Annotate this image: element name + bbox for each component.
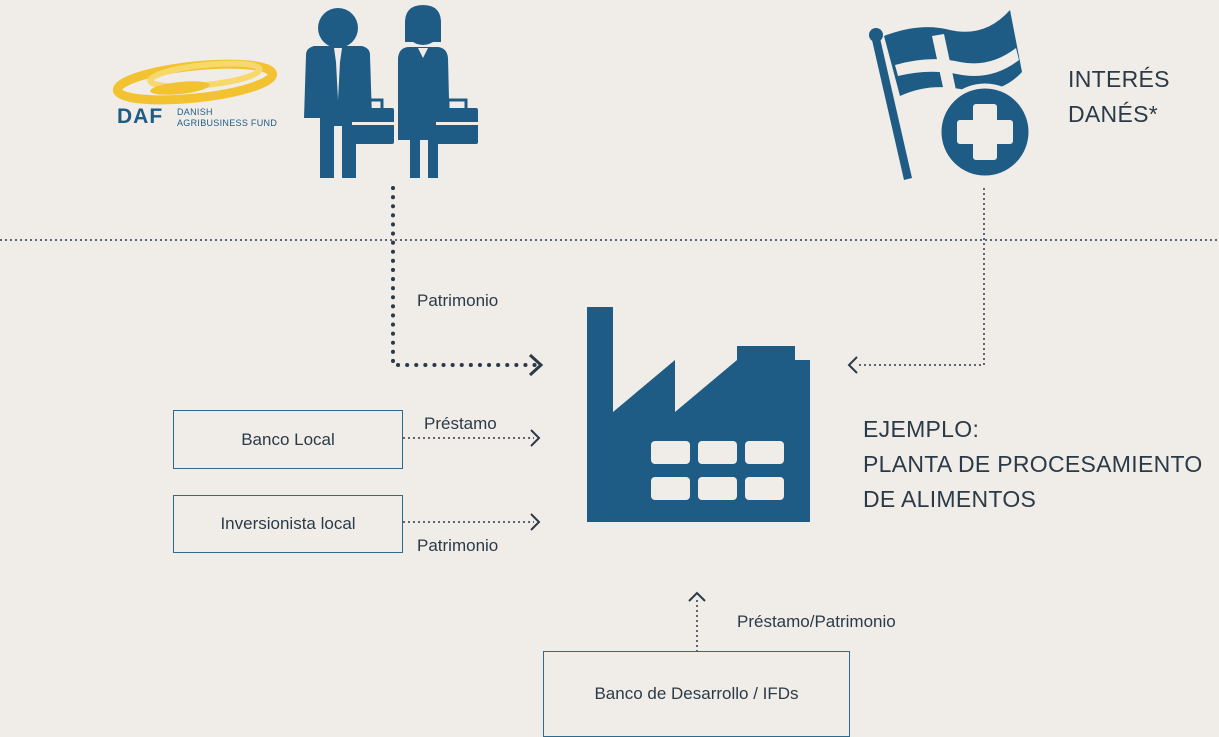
danish-interest-line1: INTERÉS	[1068, 66, 1170, 92]
businessman-icon	[304, 8, 394, 178]
daf-logo-name: DAF	[117, 105, 164, 128]
danish-flag-icon	[869, 10, 1034, 181]
dev-bank-box-label: Banco de Desarrollo / IFDs	[594, 684, 799, 703]
example-line3: DE ALIMENTOS	[863, 486, 1037, 512]
local-investor-box-label: Inversionista local	[220, 514, 356, 533]
daf-logo-subtitle-line2: AGRIBUSINESS FUND	[177, 118, 278, 128]
daf-logo-subtitle-line1: DANISH	[177, 107, 213, 117]
businesswoman-icon	[398, 5, 478, 178]
dev-bank-box: Banco de Desarrollo / IFDs	[543, 651, 850, 737]
dev-bank-flow-label: Préstamo/Patrimonio	[737, 612, 896, 631]
investors-flow-arrow	[391, 186, 544, 377]
example-title: EJEMPLO:	[863, 416, 980, 442]
investors-flow-label: Patrimonio	[417, 291, 499, 310]
local-bank-flow-arrow	[403, 429, 541, 447]
danish-interest-line2: DANÉS*	[1068, 101, 1158, 127]
factory-icon	[587, 307, 810, 522]
local-bank-flow-label: Préstamo	[424, 414, 497, 433]
local-investor-flow-label: Patrimonio	[417, 536, 499, 555]
example-line2: PLANTA DE PROCESAMIENTO	[863, 451, 1203, 477]
local-bank-box-label: Banco Local	[241, 429, 335, 449]
local-bank-box: Banco Local	[173, 410, 403, 469]
daf-logo-swoosh	[112, 59, 278, 105]
local-investor-flow-arrow	[403, 513, 541, 531]
danish-interest-flow-arrow	[847, 188, 985, 374]
dev-bank-flow-arrow	[688, 591, 706, 652]
local-investor-box: Inversionista local	[173, 495, 403, 553]
